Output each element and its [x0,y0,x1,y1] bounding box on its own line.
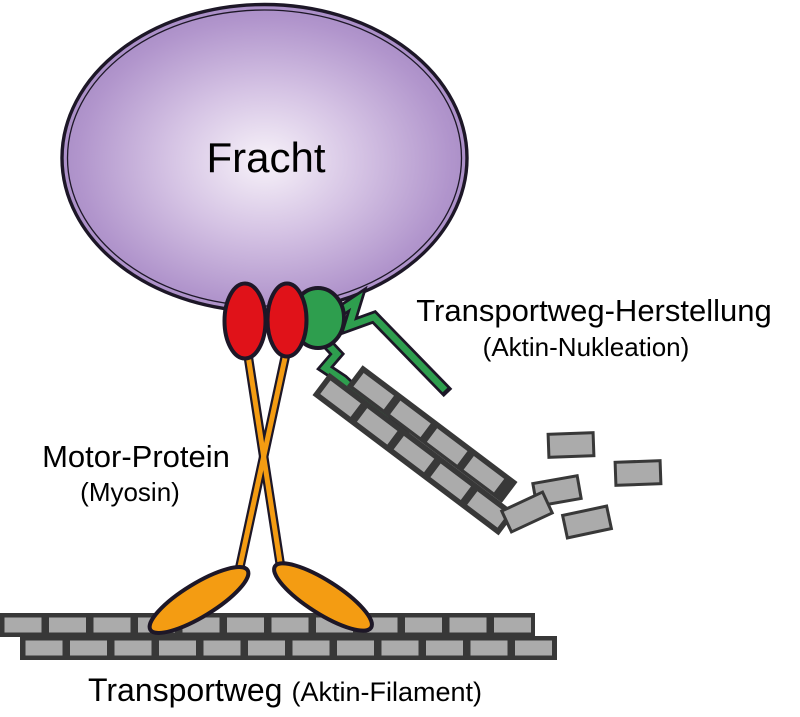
actin-subunit [349,368,399,414]
actin-nucleation-band [312,365,518,536]
myosin-foot-left [147,565,251,635]
actin-subunit [385,396,435,442]
actin-subunit [334,637,377,659]
actin-subunit [423,637,466,659]
track-label: Transportweg (Aktin-Filament) [88,672,482,708]
track-label-main: Transportweg [88,672,282,708]
myosin-head-left [222,281,268,361]
free-actin-subunit [613,459,663,487]
actin-subunit [200,637,244,659]
nucleation-subunits [316,368,512,532]
cargo-vesicle [60,2,469,314]
actin-subunit [156,637,199,659]
motor-protein-sublabel: (Myosin) [80,477,180,507]
actin-subunit [289,637,333,659]
free-actin-subunit [560,504,614,540]
track-label-sub: (Aktin-Filament) [291,677,482,707]
actin-subunit [22,637,66,659]
nucleator-arm-upper [334,292,448,393]
actin-subunit [459,451,509,497]
actin-subunit [245,637,288,659]
actin-subunit [462,486,512,532]
actin-subunit [467,637,511,659]
myosin-stalks [234,341,293,573]
stalk-left [243,341,284,570]
pathway-creation-label: Transportweg-Herstellung [416,293,772,328]
actin-subunit [422,424,472,469]
free-actin-subunits [499,431,663,540]
actin-subunit [268,614,312,636]
actin-filament-track [0,613,557,660]
free-actin-subunit [499,490,555,534]
myosin-foot-right [272,561,374,633]
actin-subunit [1,614,45,636]
actin-subunit [46,614,89,636]
actin-subunit [352,403,402,449]
myosin-head-right [265,281,309,359]
pathway-creation-sublabel: (Aktin-Nukleation) [483,332,690,362]
actin-subunit [491,614,534,636]
actin-subunit [67,637,110,659]
actin-subunit [90,614,134,636]
actin-subunit [402,614,445,636]
actin-subunit [224,614,267,636]
actin-subunit [512,637,555,659]
actin-subunit [426,459,476,505]
track-row-band-top [0,613,535,637]
actin-subunit [111,637,155,659]
track-subunits [1,614,555,659]
motor-protein-label: Motor-Protein [42,439,230,474]
actin-subunit [446,614,490,636]
actin-subunit [316,376,365,422]
actin-subunit [378,637,422,659]
free-actin-subunit [546,431,596,459]
cargo-label: Fracht [206,134,325,181]
actin-subunit [389,431,439,477]
